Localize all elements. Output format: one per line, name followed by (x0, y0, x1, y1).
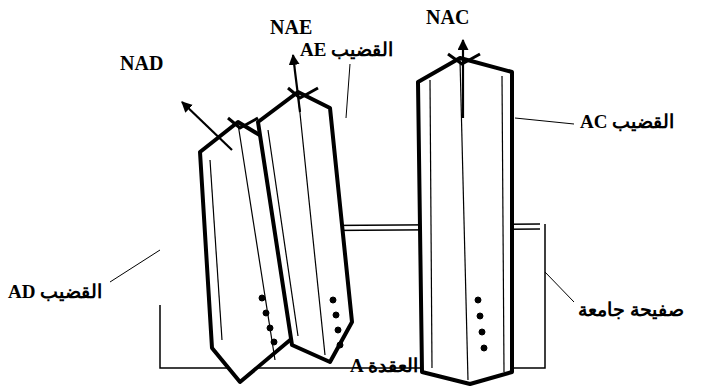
leader-lines (110, 64, 574, 302)
force-label: NAE (270, 16, 312, 38)
member-label: القضيب AE (300, 40, 393, 61)
joint-label: العقدة A (350, 356, 418, 377)
member-label: القضيب AD (8, 282, 102, 303)
angle-member-ae (258, 88, 352, 362)
force-arrows (182, 40, 463, 150)
force-label: NAD (120, 52, 163, 74)
member-label: القضيب AC (580, 112, 674, 133)
plate-label: صفيحة جامعة (578, 300, 684, 321)
force-label: NAC (426, 6, 469, 28)
angle-member-ac (418, 54, 512, 384)
